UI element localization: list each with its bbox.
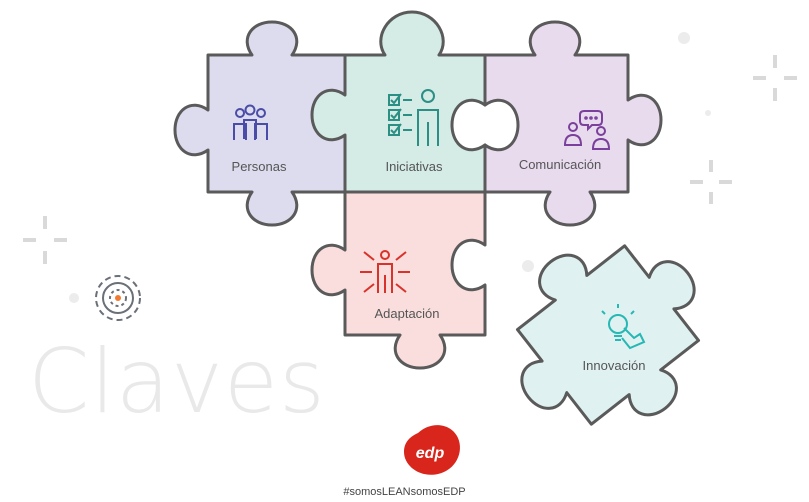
- decor-dot: [69, 293, 79, 303]
- crosshair-decor-left: [23, 216, 67, 264]
- puzzle-piece-innovacion[interactable]: [471, 200, 745, 471]
- people-group-icon: [233, 104, 268, 140]
- people-chat-icon: [563, 110, 611, 150]
- claves-watermark-text: Claves: [28, 330, 326, 433]
- hashtag-text: #somosLEANsomosEDP: [343, 486, 466, 498]
- label-adaptacion: Adaptación: [374, 306, 439, 321]
- edp-logo-text: edp: [416, 445, 445, 462]
- decor-dot: [705, 110, 711, 116]
- label-personas: Personas: [232, 159, 287, 174]
- decor-dot: [522, 260, 534, 272]
- puzzle-piece-adaptacion[interactable]: [310, 190, 487, 370]
- crosshair-decor-right-mid: [690, 160, 732, 204]
- label-iniciativas: Iniciativas: [385, 159, 443, 174]
- checklist-person-icon: [388, 89, 439, 146]
- label-innovacion: Innovación: [583, 358, 646, 373]
- person-arrows-icon: [360, 250, 410, 293]
- crosshair-decor-right-top: [753, 55, 797, 101]
- lightbulb-hand-icon: [601, 304, 646, 350]
- edp-logo: edp: [404, 425, 460, 475]
- gear-icon: [95, 275, 141, 321]
- decor-dot: [678, 32, 690, 44]
- label-comunicacion: Comunicación: [519, 157, 601, 172]
